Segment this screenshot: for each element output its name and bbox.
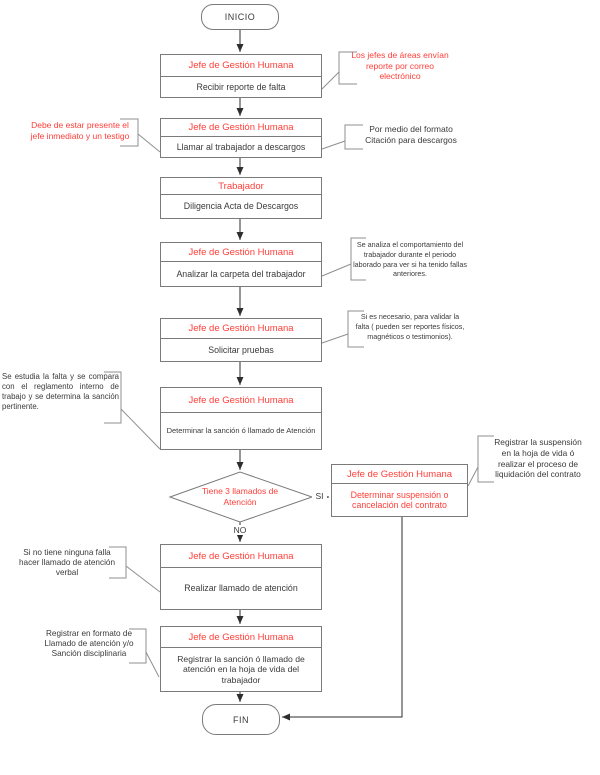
node-action-body: Realizar llamado de atención [184, 583, 298, 594]
node-analizar-carpeta: Jefe de Gestión Humana Analizar la carpe… [160, 242, 322, 287]
start-terminal-label: INICIO [224, 12, 256, 22]
node-action-body: Recibir reporte de falta [196, 81, 286, 92]
decision-question: Tiene 3 llamados de Atención [201, 486, 279, 507]
node-registrar-sancion: Jefe de Gestión Humana Registrar la sanc… [160, 626, 322, 692]
node-role-header: Jefe de Gestión Humana [161, 627, 321, 648]
node-role-header: Jefe de Gestión Humana [161, 388, 321, 413]
node-role-header: Jefe de Gestión Humana [161, 319, 321, 339]
node-recibir-reporte: Jefe de Gestión Humana Recibir reporte d… [160, 54, 322, 98]
node-action-body: Llamar al trabajador a descargos [176, 141, 306, 152]
node-action-body: Solicitar pruebas [208, 344, 274, 355]
node-determinar-sancion: Jefe de Gestión Humana Determinar la san… [160, 387, 322, 450]
callout-brackets [104, 51, 494, 678]
node-role-header: Jefe de Gestión Humana [161, 243, 321, 262]
node-action-body: Determinar la sanción ó llamado de Atenc… [166, 425, 316, 435]
node-role-header: Jefe de Gestión Humana [332, 465, 467, 484]
annotation-registrar-suspension: Registrar la suspensión en la hoja de vi… [494, 437, 582, 480]
node-diligencia-acta: Trabajador Diligencia Acta de Descargos [160, 177, 322, 219]
node-action-body: Determinar suspensión o cancelación del … [350, 489, 449, 511]
annotation-analiza-comportamiento: Se analiza el comportamiento del trabaja… [353, 240, 467, 279]
branch-label-si: SI [312, 491, 327, 501]
annotation-registrar-formato: Registrar en formato de Llamado de atenc… [44, 629, 134, 659]
node-solicitar-pruebas: Jefe de Gestión Humana Solicitar pruebas [160, 318, 322, 362]
annotation-jefe-testigo: Debe de estar presente el jefe inmediato… [30, 120, 130, 141]
end-terminal-label: FIN [233, 714, 249, 725]
node-role-header: Jefe de Gestión Humana [161, 55, 321, 77]
node-role-header: Jefe de Gestión Humana [161, 119, 321, 137]
node-determinar-suspension: Jefe de Gestión Humana Determinar suspen… [331, 464, 468, 517]
node-action-body: Diligencia Acta de Descargos [183, 201, 299, 212]
branch-label-no: NO [229, 525, 251, 535]
node-role-header: Jefe de Gestión Humana [161, 545, 321, 568]
annotation-llamado-verbal: Si no tiene ninguna falla hacer llamado … [18, 548, 116, 578]
end-terminal: FIN [202, 704, 280, 735]
flow-arrows [236, 28, 403, 721]
node-llamar-descargos: Jefe de Gestión Humana Llamar al trabaja… [160, 118, 322, 158]
node-role-header: Trabajador [161, 178, 321, 195]
annotation-estudia-falta: Se estudia la falta y se compara con el … [2, 372, 119, 411]
node-action-body: Analizar la carpeta del trabajador [176, 268, 306, 279]
node-action-body: Registrar la sanción ó llamado de atenci… [177, 653, 305, 685]
annotation-formato-citacion: Por medio del formato Citación para desc… [365, 124, 457, 145]
start-terminal: INICIO [201, 4, 279, 30]
annotation-validar-falta: Si es necesario, para validar la falta (… [355, 312, 465, 341]
node-realizar-llamado: Jefe de Gestión Humana Realizar llamado … [160, 544, 322, 610]
annotation-reporte-correo: Los jefes de áreas envían reporte por co… [351, 50, 449, 81]
